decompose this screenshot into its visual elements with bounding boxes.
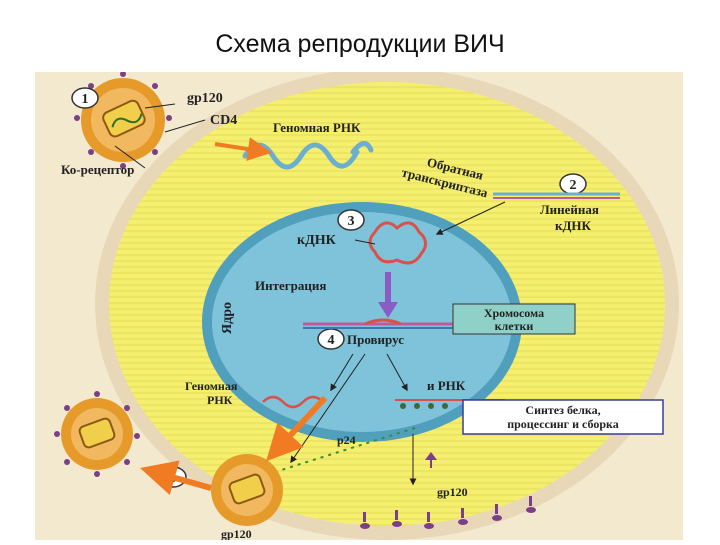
diagram-canvas: 1 2 3 4 5 gp120 CD4 Ко-рецептор Геномная… [35,68,683,541]
label-genomic-rna-bottom-1: Геномная [185,379,238,393]
label-integration: Интеграция [255,278,326,293]
label-gp120-bottom: gp120 [221,527,252,540]
label-genomic-rna-bottom-2: РНК [207,393,233,407]
svg-text:4: 4 [328,333,335,348]
virion-entering [74,71,172,169]
circular-cdna [368,221,427,265]
label-cd4: CD4 [210,113,237,128]
step-badge-2: 2 [559,173,587,195]
label-synthesis-1: Синтез белка, [525,403,600,417]
label-gp120-mid: gp120 [437,485,468,499]
assembly-arrow [266,395,328,462]
label-p24: p24 [337,433,356,447]
svg-text:3: 3 [348,214,355,229]
svg-text:1: 1 [82,92,89,107]
hiv-replication-diagram: 1 2 3 4 5 gp120 CD4 Ко-рецептор Геномная… [35,68,683,541]
polyprotein-chain [274,427,416,473]
label-linear-cdna-2: кДНК [555,218,592,233]
virion-budding [211,454,283,526]
virion-released [54,391,140,477]
label-linear-cdna-1: Линейная [540,202,599,217]
label-coreceptor: Ко-рецептор [61,162,134,177]
label-genomic-rna-top: Геномная РНК [273,120,361,135]
label-gp120-top: gp120 [187,91,223,106]
label-cdna: кДНК [297,233,337,248]
svg-text:2: 2 [570,178,577,193]
step-badge-4: 4 [317,328,345,350]
label-mrna: и РНК [427,378,466,393]
nucleus [212,212,512,432]
step-badge-3: 3 [337,209,365,231]
synthesis-label-box [462,399,664,435]
label-nucleus: Ядро [220,302,235,334]
label-chromosome-2: клетки [495,319,534,333]
label-provirus: Провирус [347,332,404,347]
label-synthesis-2: процессинг и сборка [507,417,619,431]
slide-title: Схема репродукции ВИЧ [215,30,505,58]
entry-arrow [214,137,272,161]
release-arrow [140,460,212,496]
label-chromosome-1: Хромосома [484,306,544,320]
chromosome-label-box [452,303,576,335]
membrane-spikes [360,496,536,529]
step-badge-1: 1 [71,87,99,109]
